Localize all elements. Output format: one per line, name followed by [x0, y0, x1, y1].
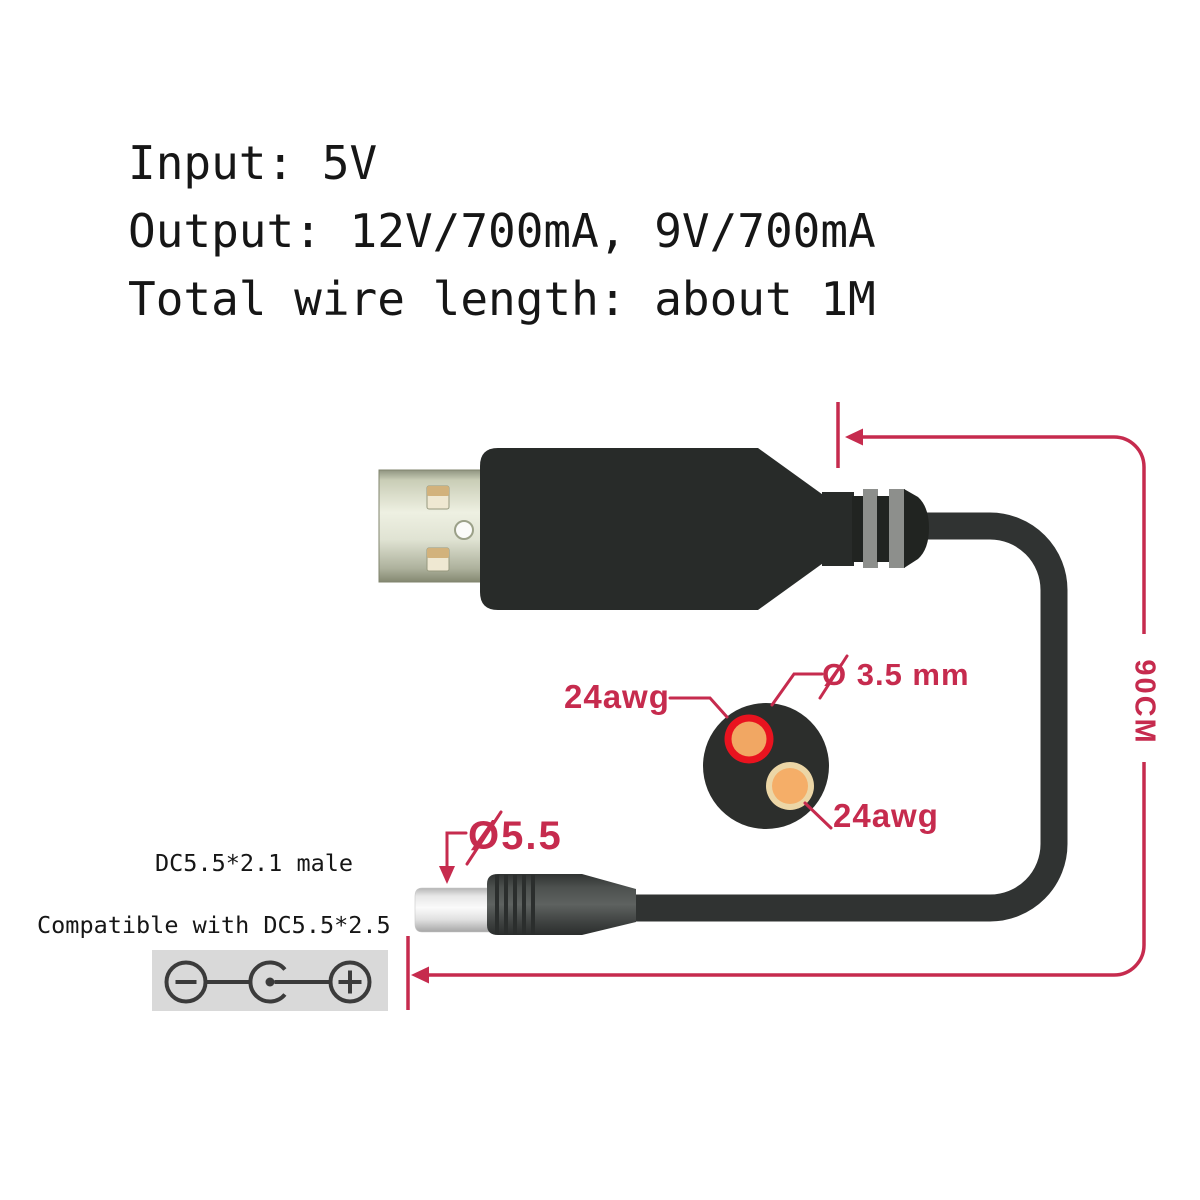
usb-contact-top-icon	[426, 485, 450, 510]
usb-shell-hole	[454, 520, 474, 540]
compatibility-label: Compatible with DC5.5*2.5	[37, 911, 391, 939]
dc-plug	[414, 874, 636, 935]
arrowhead-down-icon	[439, 866, 455, 884]
cable-length-label: 90CM	[1128, 659, 1161, 745]
plug-type-label: DC5.5*2.1 male	[155, 849, 354, 877]
center-pin-symbol-icon	[248, 960, 287, 1004]
spec-length-text: Total wire length: about 1M	[128, 272, 876, 326]
usb-contact-bottom-icon	[426, 547, 450, 572]
leader-plug-diameter	[445, 831, 468, 868]
wire-positive-core	[731, 721, 767, 757]
dimension-line-bottom	[416, 762, 1146, 977]
usb-converter-body	[480, 448, 826, 610]
leader-wire-gauge-bottom	[803, 801, 833, 830]
cable-cross-section	[703, 703, 829, 829]
dc-plug-ribs	[495, 875, 535, 934]
usb-strain-relief	[822, 489, 929, 568]
diameter-slash-55	[465, 810, 503, 866]
diameter-slash-35	[818, 654, 849, 700]
length-dimension	[406, 402, 1146, 1010]
polarity-diagram	[152, 950, 388, 1011]
wire-negative-core	[772, 768, 808, 804]
spec-input-text: Input: 5V	[128, 136, 378, 190]
power-cable	[634, 512, 1068, 922]
leader-wire-gauge-top	[668, 696, 729, 719]
dc-plug-body	[487, 874, 636, 935]
usb-connector	[378, 448, 929, 610]
plug-diameter-label: Ø5.5	[468, 814, 563, 858]
dimension-line-top	[849, 435, 1146, 634]
plus-symbol-icon	[328, 960, 372, 1004]
wire-gauge-label-top: 24awg	[564, 678, 670, 715]
leader-cable-diameter	[770, 672, 824, 707]
spec-output-text: Output: 12V/700mA, 9V/700mA	[128, 204, 876, 258]
wire-gauge-label-bottom: 24awg	[833, 797, 939, 834]
arrowhead-left-top-icon	[845, 428, 863, 446]
cable-diameter-label: Ø 3.5 mm	[822, 657, 970, 692]
dc-plug-tip	[414, 887, 491, 933]
arrowhead-left-bottom-icon	[411, 966, 429, 984]
